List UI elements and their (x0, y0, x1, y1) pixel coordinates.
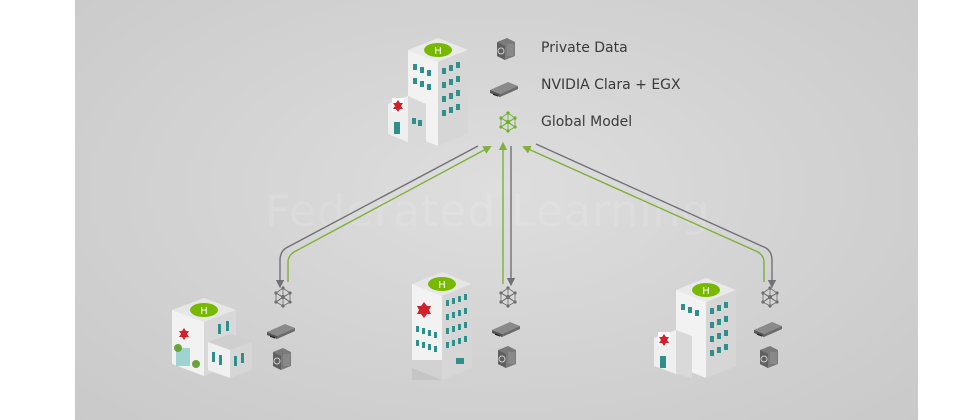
helipad-letter: H (200, 306, 208, 317)
legend-label-nvidia-clara-egx: NVIDIA Clara + EGX (541, 77, 681, 93)
legend-label-private-data: Private Data (541, 40, 628, 56)
gpu-card-icon (754, 322, 782, 337)
line-left-download (275, 145, 479, 289)
helipad-letter: H (702, 286, 710, 297)
helipad-letter: H (438, 280, 446, 291)
line-right-download (535, 143, 777, 289)
neural-network-icon (761, 286, 779, 308)
neural-network-icon (273, 286, 293, 308)
private-data-icon (496, 38, 516, 61)
gpu-card-icon (490, 82, 518, 97)
private-data-icon (497, 346, 517, 369)
central-hospital: H (388, 38, 468, 148)
helipad-letter: H (434, 46, 442, 57)
line-right-upload (522, 145, 765, 282)
neural-network-icon (498, 111, 517, 133)
line-left-upload (287, 146, 492, 282)
legend-label-global-model: Global Model (541, 114, 633, 130)
hospital-left: H (172, 298, 252, 378)
gpu-card-icon (492, 322, 520, 337)
hospital-center: H (412, 272, 472, 380)
private-data-icon (759, 346, 779, 369)
hospital-right: H (654, 278, 736, 378)
private-data-icon (272, 348, 292, 371)
neural-network-icon (498, 286, 517, 308)
gpu-card-icon (267, 324, 295, 339)
